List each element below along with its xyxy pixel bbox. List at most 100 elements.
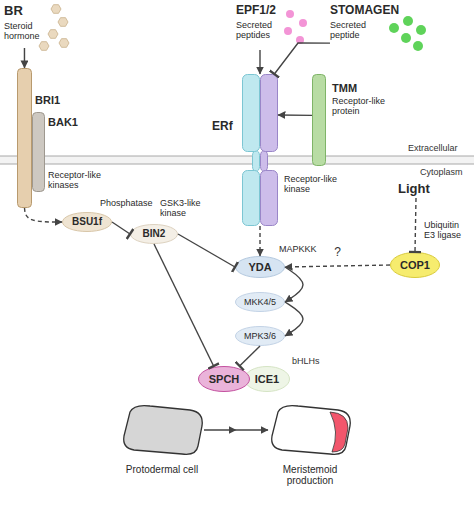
peptide-dot <box>286 10 294 18</box>
node-description: MAPKKK <box>279 244 329 254</box>
inhibition-connector <box>274 43 330 74</box>
edge-label: ? <box>334 245 341 259</box>
node-name: YDA <box>235 256 285 278</box>
receptor-segment <box>243 171 260 226</box>
inhibition-connector <box>240 346 260 366</box>
protein-oval: ICE1 <box>244 366 290 392</box>
node-outline <box>268 404 352 456</box>
activation-arrow <box>285 265 390 267</box>
peptide-dot <box>284 27 292 35</box>
node-description: Secreted peptide <box>330 20 380 40</box>
oval-shape <box>391 253 440 278</box>
node-name: Protodermal cell <box>112 464 212 475</box>
activation-arrow <box>204 429 268 430</box>
node-name: Meristemoid production <box>260 464 360 486</box>
protein-oval: MKK4/5 <box>235 292 285 312</box>
node-description: Steroid hormone <box>4 21 50 41</box>
node-name: MPK3/6 <box>235 326 285 346</box>
region-label: bHLHs <box>292 356 320 366</box>
region-label: Cytoplasm <box>420 167 463 177</box>
activation-arrow <box>285 302 303 336</box>
peptide-group: EPF1/2Secreted peptides <box>236 4 316 50</box>
node-name: BAK1 <box>48 116 88 128</box>
node-name: ERf <box>212 120 240 133</box>
peptide-dot <box>389 23 399 33</box>
node-name: BIN2 <box>130 224 178 244</box>
oval-shape <box>236 293 285 312</box>
activation-arrow <box>259 50 260 74</box>
hormone-hexagon <box>48 30 58 39</box>
inhibition-connector <box>112 222 130 234</box>
node-description: Secreted peptides <box>236 20 284 40</box>
node-name: BR <box>4 4 44 19</box>
activation-arrow <box>285 267 303 302</box>
activation-arrow <box>259 226 260 256</box>
inhibition-connector <box>415 198 416 252</box>
hormone-hexagon <box>59 39 69 48</box>
node-outline <box>120 404 204 456</box>
membrane-line <box>0 156 474 157</box>
bar-shape <box>18 69 32 208</box>
node-description: Phosphatase <box>100 198 160 208</box>
membrane-band <box>0 156 474 164</box>
peptide-dot <box>416 25 426 35</box>
cell-shape: Protodermal cell <box>120 404 204 456</box>
receptor-bar: BAK1Receptor-like kinases <box>32 112 45 192</box>
peptide-dot <box>401 33 411 43</box>
node-name: BRI1 <box>35 94 75 106</box>
node-description: GSK3-like kinase <box>160 198 208 218</box>
node-description: Receptor-like kinases <box>48 170 114 190</box>
node-description: Ubiquitin E3 ligase <box>424 220 470 240</box>
node-name: EPF1/2 <box>236 4 296 17</box>
inhibition-connector <box>154 244 214 366</box>
peptide-dot <box>403 16 413 26</box>
meristemoid-region <box>330 412 348 452</box>
region-label: Extracellular <box>408 143 458 153</box>
bar-shape <box>33 113 45 192</box>
receptor-bar: BRI1 <box>17 68 32 208</box>
peptide-dot <box>296 36 304 44</box>
node-name: SPCH <box>198 366 250 392</box>
node-name: BSU1f <box>62 212 112 232</box>
node-description: Receptor-like kinase <box>284 174 362 194</box>
node-outline <box>17 68 32 208</box>
receptor-segment <box>253 151 260 172</box>
hormone-hexagon <box>51 5 61 14</box>
receptor-segment <box>243 75 260 152</box>
activation-arrow <box>24 48 25 68</box>
oval-shape <box>236 257 285 278</box>
activation-arrow <box>278 114 312 116</box>
peptide-group: STOMAGEN Secreted peptide <box>330 4 430 50</box>
hormone-hexagon <box>58 18 68 27</box>
cell-outline <box>124 406 203 455</box>
protein-oval: YDAMAPKKK <box>235 256 285 278</box>
hormone-hexagon <box>39 42 49 51</box>
node-name: MKK4/5 <box>235 292 285 312</box>
receptor-segment <box>261 171 278 226</box>
protein-oval: MPK3/6 <box>235 326 285 346</box>
hormone-group: BR Steroid hormone <box>4 4 66 48</box>
protein-oval: BIN2GSK3-like kinase <box>130 224 178 244</box>
receptor-segment <box>261 151 268 172</box>
node-name: Light <box>398 182 438 197</box>
node-name: STOMAGEN <box>330 4 410 17</box>
membrane-line <box>0 164 474 165</box>
node-name: TMM <box>332 82 372 94</box>
bar-shape <box>313 75 326 166</box>
node-name: COP1 <box>390 252 440 278</box>
node-outline <box>242 74 278 226</box>
cell-outline <box>272 406 351 455</box>
oval-shape <box>63 213 112 232</box>
protein-oval: SPCH <box>198 366 250 392</box>
node-outline <box>32 112 45 192</box>
receptor-segment <box>261 75 278 152</box>
oval-shape <box>236 327 285 346</box>
node-outline <box>312 74 326 166</box>
oval-shape <box>131 225 178 244</box>
node-name: ICE1 <box>244 366 290 392</box>
peptide-dot <box>299 19 307 27</box>
peptide-dot <box>413 41 423 51</box>
protein-oval: COP1Ubiquitin E3 ligase <box>390 252 440 278</box>
activation-arrow <box>25 208 63 222</box>
